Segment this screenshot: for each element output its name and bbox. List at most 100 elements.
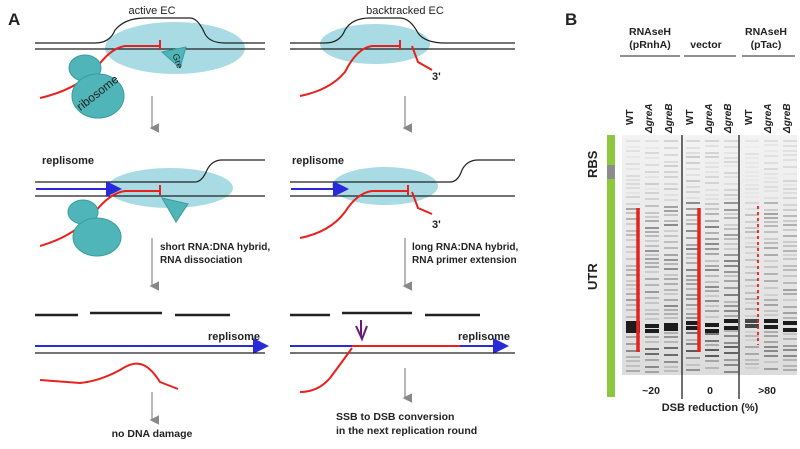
gel-band: [645, 353, 659, 355]
gel-band: [705, 232, 719, 234]
gel-band: [705, 162, 719, 164]
gel-band: [724, 165, 738, 167]
gel-band: [764, 304, 778, 306]
gel-band: [664, 194, 678, 196]
gel-band: [724, 209, 738, 211]
gel-band: [645, 192, 659, 194]
gel-band: [745, 214, 759, 216]
gel-band: [783, 321, 797, 325]
gel-band: [645, 235, 659, 237]
gel-band: [645, 336, 659, 338]
rbs-bar-bottom: [607, 179, 615, 189]
gel-band: [664, 230, 678, 232]
gel-band: [664, 309, 678, 311]
gel-band: [764, 273, 778, 275]
gel-band: [686, 369, 700, 371]
gel-band: [664, 165, 678, 167]
gel-band: [724, 202, 738, 204]
gel-band: [745, 331, 759, 333]
gel-band: [764, 202, 778, 204]
gel-band: [745, 153, 759, 155]
gel-band: [764, 294, 778, 296]
gel-band: [664, 235, 678, 237]
gel-band: [724, 217, 738, 219]
gel-band: [626, 234, 640, 236]
gel-band: [764, 280, 778, 282]
gel-band: [626, 140, 640, 142]
gel-band: [686, 257, 700, 259]
gel-band: [724, 157, 738, 159]
gel-band: [745, 237, 759, 239]
gel-band: [783, 145, 797, 147]
gel-band: [783, 229, 797, 231]
gel-band: [626, 325, 640, 329]
gel-band: [724, 224, 738, 226]
gel-band: [745, 157, 759, 159]
gel-band: [745, 367, 759, 369]
group1-title-line2: (pRnhA): [629, 39, 670, 51]
gel-band: [626, 183, 640, 185]
lane-g3-wt: WT: [744, 109, 755, 125]
gel-band: [645, 157, 659, 159]
gel-band: [745, 308, 759, 310]
gel-band: [724, 342, 738, 344]
gel-band: [645, 313, 659, 315]
gel-band: [645, 318, 659, 320]
gel-band: [745, 166, 759, 168]
gel-band: [705, 286, 719, 288]
gel-band: [724, 161, 738, 163]
gel-band: [745, 279, 759, 281]
gel-band: [705, 145, 719, 147]
gel-band: [626, 192, 640, 194]
gel-band: [686, 279, 700, 281]
gel-band: [745, 192, 759, 194]
gel-band: [626, 350, 640, 352]
gel-band: [764, 287, 778, 289]
gel-band: [645, 140, 659, 142]
gel-band: [783, 265, 797, 267]
gel-band: [764, 186, 778, 188]
gel-band: [686, 288, 700, 290]
group3-title-line1: RNAseH: [745, 26, 787, 38]
gel-band: [664, 210, 678, 212]
gel-band: [626, 203, 640, 205]
gel-band: [724, 146, 738, 148]
gel-band: [705, 290, 719, 292]
gel-band: [745, 146, 759, 148]
gel-band: [686, 244, 700, 246]
right-column: backtracked EC 3' replisome 3' long RNA:…: [290, 5, 519, 437]
panel-b-letter: B: [565, 10, 577, 29]
gel-band: [664, 317, 678, 319]
gel-band: [783, 188, 797, 190]
right-replisome-bottom-label: replisome: [458, 331, 510, 343]
gel-band: [686, 191, 700, 193]
gel-band: [724, 238, 738, 240]
gel-band: [745, 292, 759, 294]
gel-band: [686, 140, 700, 142]
gel-band: [705, 349, 719, 351]
gel-band: [705, 171, 719, 173]
gel-band: [645, 205, 659, 207]
gel-band: [705, 213, 719, 215]
gel-band: [764, 209, 778, 211]
gel-band: [783, 184, 797, 186]
gel-band: [645, 171, 659, 173]
gel-band: [664, 289, 678, 291]
lane-g2-greb: ΔgreB: [723, 104, 734, 135]
three-prime-mid: 3': [432, 219, 441, 231]
extruded-3prime: [411, 45, 433, 71]
gel-band: [724, 330, 738, 332]
gel-band: [686, 223, 700, 225]
gel-band: [686, 262, 700, 264]
utr-bar: [607, 189, 615, 397]
gel-band: [664, 224, 678, 226]
lane-g2-wt: WT: [685, 109, 696, 125]
gel-band: [745, 363, 759, 365]
gel-band: [745, 175, 759, 177]
gel-band: [764, 247, 778, 249]
gel-band: [724, 248, 738, 250]
gel-band: [724, 275, 738, 277]
gel-band: [764, 260, 778, 262]
gel-band: [626, 168, 640, 170]
gel-band: [686, 275, 700, 277]
